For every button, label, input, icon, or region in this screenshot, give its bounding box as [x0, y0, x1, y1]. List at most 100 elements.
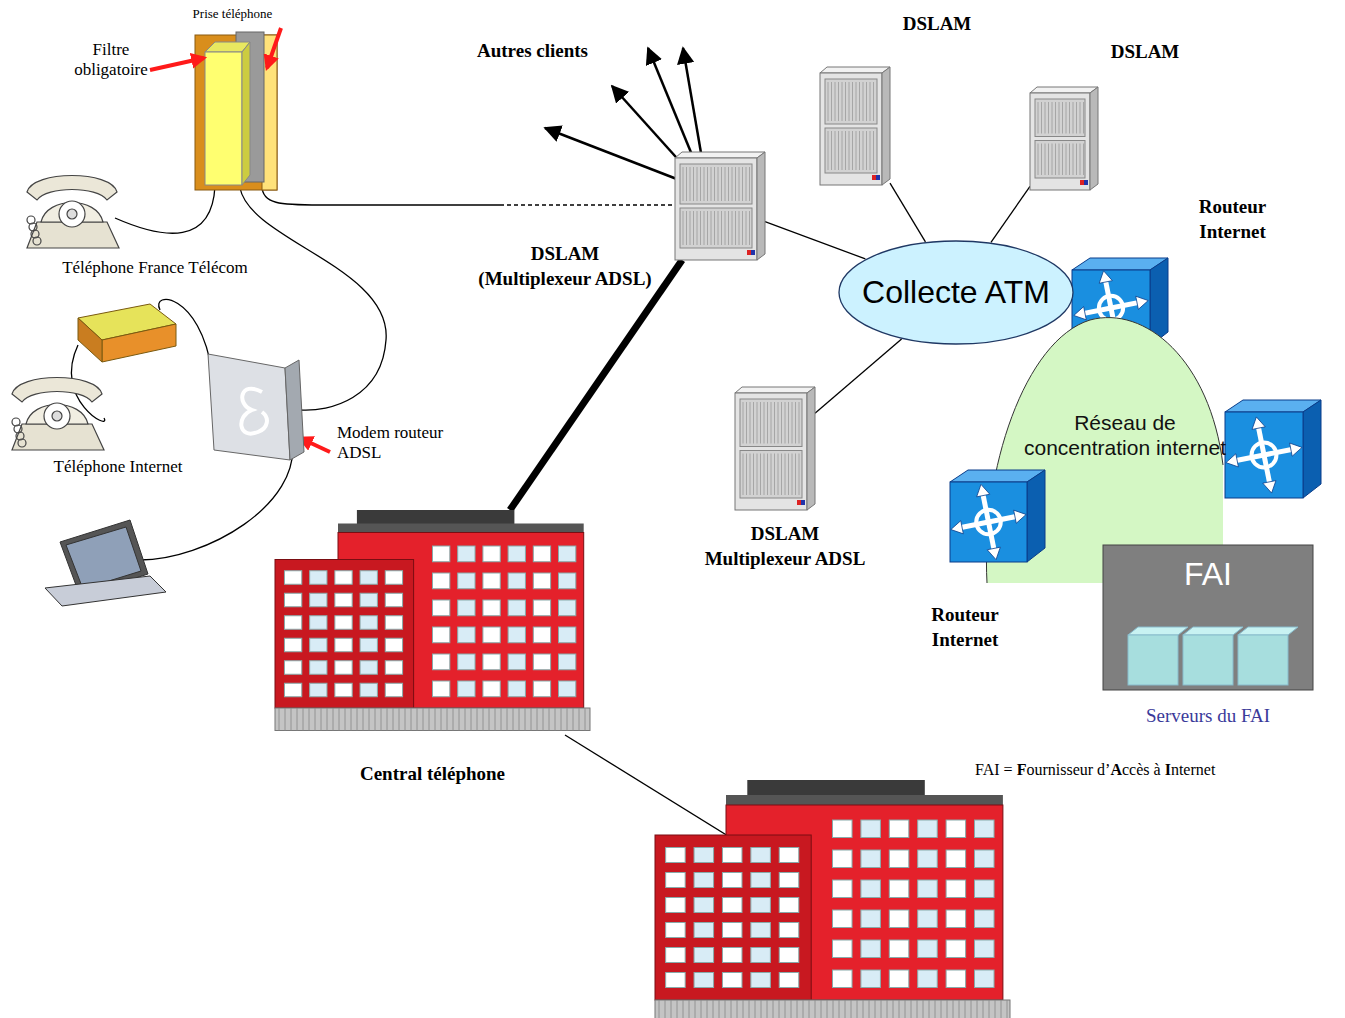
base-line — [351, 708, 352, 731]
window — [533, 546, 550, 562]
annotation-letter: r — [1042, 761, 1047, 778]
window — [508, 573, 525, 589]
rack-slot — [795, 402, 796, 444]
rack-slot — [838, 131, 839, 170]
annotation-letter: u — [1034, 761, 1042, 778]
router-arrowhead — [1099, 271, 1112, 283]
window — [559, 627, 576, 643]
window — [508, 681, 525, 697]
window — [751, 973, 771, 988]
base-line — [357, 708, 358, 731]
rack-slot — [842, 82, 843, 121]
annotation-letter — [1150, 761, 1154, 778]
rack-slot — [760, 402, 761, 444]
rack-slot — [735, 167, 736, 201]
rack-body — [735, 393, 807, 510]
window — [946, 940, 966, 958]
server — [1183, 635, 1233, 685]
rack-panel — [1035, 141, 1085, 179]
modem-router — [208, 354, 290, 460]
rack-slot — [1045, 102, 1046, 134]
window — [918, 910, 938, 928]
rack-slot — [693, 167, 694, 201]
base-line — [737, 1000, 738, 1018]
window — [779, 873, 799, 888]
window — [508, 627, 525, 643]
rack-slot — [1055, 102, 1056, 134]
base-line — [983, 1000, 984, 1018]
base-line — [297, 708, 298, 731]
atm-ellipse: Collecte ATM — [838, 240, 1074, 345]
rack-top — [1030, 87, 1098, 93]
base-line — [941, 1000, 942, 1018]
rack-slot — [870, 82, 871, 121]
rack-slot — [866, 82, 867, 121]
base-line — [797, 1000, 798, 1018]
window — [694, 848, 714, 863]
window — [975, 940, 995, 958]
base-line — [471, 708, 472, 731]
router-ring — [976, 510, 1001, 535]
base-line — [339, 708, 340, 731]
rack-side — [757, 152, 765, 260]
rack-body — [675, 158, 757, 260]
router-icon: Routeur Internet — [950, 470, 1045, 562]
base-line — [447, 708, 448, 731]
rack-slot — [686, 211, 687, 245]
rack-slot — [856, 82, 857, 121]
base-line — [495, 708, 496, 731]
connector-line — [991, 186, 1030, 242]
window — [458, 654, 475, 670]
window — [666, 848, 686, 863]
annotation-letter — [1093, 761, 1097, 778]
base-line — [827, 1000, 828, 1018]
base-line — [321, 708, 322, 731]
window — [722, 873, 742, 888]
window — [889, 910, 909, 928]
base-line — [345, 708, 346, 731]
window — [666, 873, 686, 888]
window — [385, 661, 402, 675]
base-line — [989, 1000, 990, 1018]
base-line — [731, 1000, 732, 1018]
node-label: FAI — [1103, 557, 1313, 592]
base-line — [689, 1000, 690, 1018]
window — [483, 627, 500, 643]
window — [458, 681, 475, 697]
rack-slot — [1073, 102, 1074, 134]
window — [335, 593, 352, 607]
rack-slot — [1062, 102, 1063, 134]
annotation: Prise téléphone — [170, 6, 295, 22]
base-line — [279, 708, 280, 731]
filter — [205, 52, 242, 185]
rack-slot — [1055, 144, 1056, 176]
router-arrowhead — [1226, 454, 1238, 467]
rack-slot — [1069, 102, 1070, 134]
rack-slot — [1048, 144, 1049, 176]
window — [284, 616, 301, 630]
rack-slot — [873, 131, 874, 170]
annotation-letter: e — [1183, 761, 1190, 778]
base-line — [947, 1000, 948, 1018]
rack-slot — [849, 131, 850, 170]
roof — [726, 795, 1003, 805]
annotation-letter: ’ — [1105, 761, 1110, 778]
base-line — [899, 1000, 900, 1018]
server-top — [1238, 627, 1298, 635]
base-line — [881, 1000, 882, 1018]
annotation: Modem routeur ADSL — [337, 423, 487, 464]
rack-slot — [707, 211, 708, 245]
rack-logo — [801, 500, 805, 505]
base-line — [833, 1000, 834, 1018]
rack-side — [882, 67, 890, 185]
window — [483, 681, 500, 697]
rack-slot — [728, 211, 729, 245]
base-line — [519, 708, 520, 731]
window — [918, 820, 938, 838]
rack-slot — [742, 167, 743, 201]
base-line — [381, 708, 382, 731]
annotation-letter: I — [994, 761, 999, 778]
window — [335, 683, 352, 697]
base-line — [303, 708, 304, 731]
telephone — [12, 378, 102, 403]
